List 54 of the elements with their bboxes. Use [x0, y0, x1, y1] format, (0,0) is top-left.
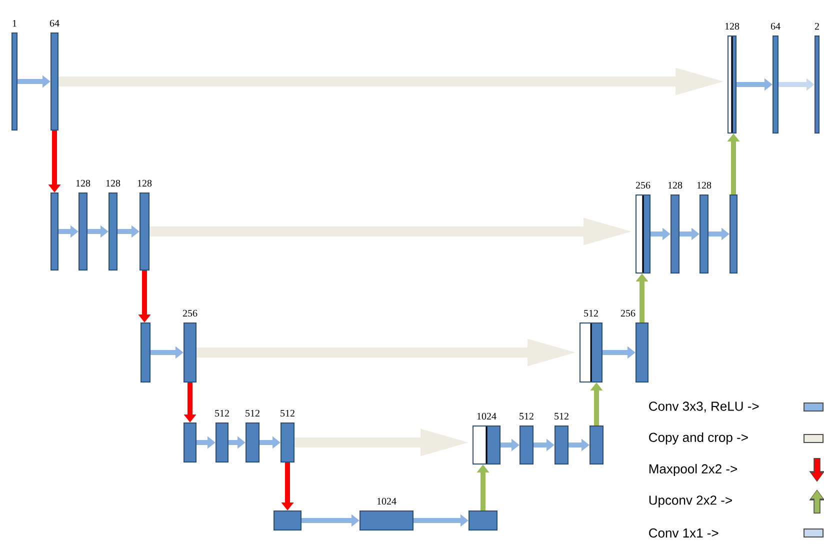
feature-map-bar	[50, 32, 58, 130]
feature-map-bar	[468, 510, 498, 530]
channel-count: 256	[620, 310, 636, 317]
legend-label: Maxpool 2x2 ->	[649, 464, 737, 476]
channel-count: 128	[725, 22, 740, 30]
channel-count: 64	[770, 22, 780, 30]
feature-map-bar	[184, 322, 196, 382]
channel-count: 128	[138, 180, 152, 187]
feature-map-bar	[814, 36, 820, 134]
feature-map-bar	[216, 422, 228, 462]
feature-map-bar	[730, 194, 738, 274]
channel-count: 256	[182, 310, 198, 317]
feature-map-bar	[140, 192, 150, 270]
channel-count: 128	[697, 182, 712, 189]
feature-map-bar	[670, 194, 680, 274]
channel-count: 1024	[477, 412, 496, 420]
feature-map-bar	[520, 426, 534, 464]
feature-map-bar	[360, 510, 414, 530]
feature-map-bar	[554, 426, 568, 464]
channel-count: 512	[280, 410, 294, 417]
channel-count: 512	[246, 410, 260, 417]
concatenated-feature-map	[472, 426, 500, 464]
feature-map-bar	[184, 422, 196, 462]
channel-count: 512	[554, 412, 568, 420]
channel-count: 128	[106, 180, 120, 187]
legend-label: Upconv 2x2 ->	[649, 496, 732, 508]
feature-map-bar	[140, 322, 150, 382]
feature-map-bar	[590, 426, 604, 464]
channel-count: 1	[12, 20, 16, 27]
feature-map-bar	[772, 36, 778, 134]
feature-map-bar	[50, 192, 58, 270]
feature-map-bar	[12, 32, 18, 130]
channel-count: 256	[636, 182, 650, 189]
concatenated-feature-map	[636, 194, 650, 274]
legend-label: Conv 1x1 ->	[649, 528, 718, 538]
channel-count: 2	[814, 22, 819, 30]
channel-count: 64	[50, 20, 60, 27]
feature-map-bar	[246, 422, 260, 462]
feature-map-bar	[636, 322, 648, 382]
feature-map-bar	[78, 192, 88, 270]
channel-count: 128	[76, 180, 90, 187]
feature-map-bar	[274, 510, 302, 530]
feature-map-bar	[700, 194, 708, 274]
channel-count: 512	[215, 410, 229, 417]
channel-count: 512	[520, 412, 534, 420]
concatenated-feature-map	[580, 322, 602, 382]
channel-count: 1024	[377, 498, 396, 505]
feature-map-bar	[280, 422, 294, 462]
concatenated-feature-map	[728, 36, 736, 134]
legend-label: Copy and crop ->	[649, 432, 748, 445]
legend-label: Conv 3x3, ReLU ->	[649, 402, 759, 412]
channel-count: 128	[668, 182, 682, 189]
feature-map-bar	[108, 192, 118, 270]
channel-count: 512	[584, 310, 598, 317]
